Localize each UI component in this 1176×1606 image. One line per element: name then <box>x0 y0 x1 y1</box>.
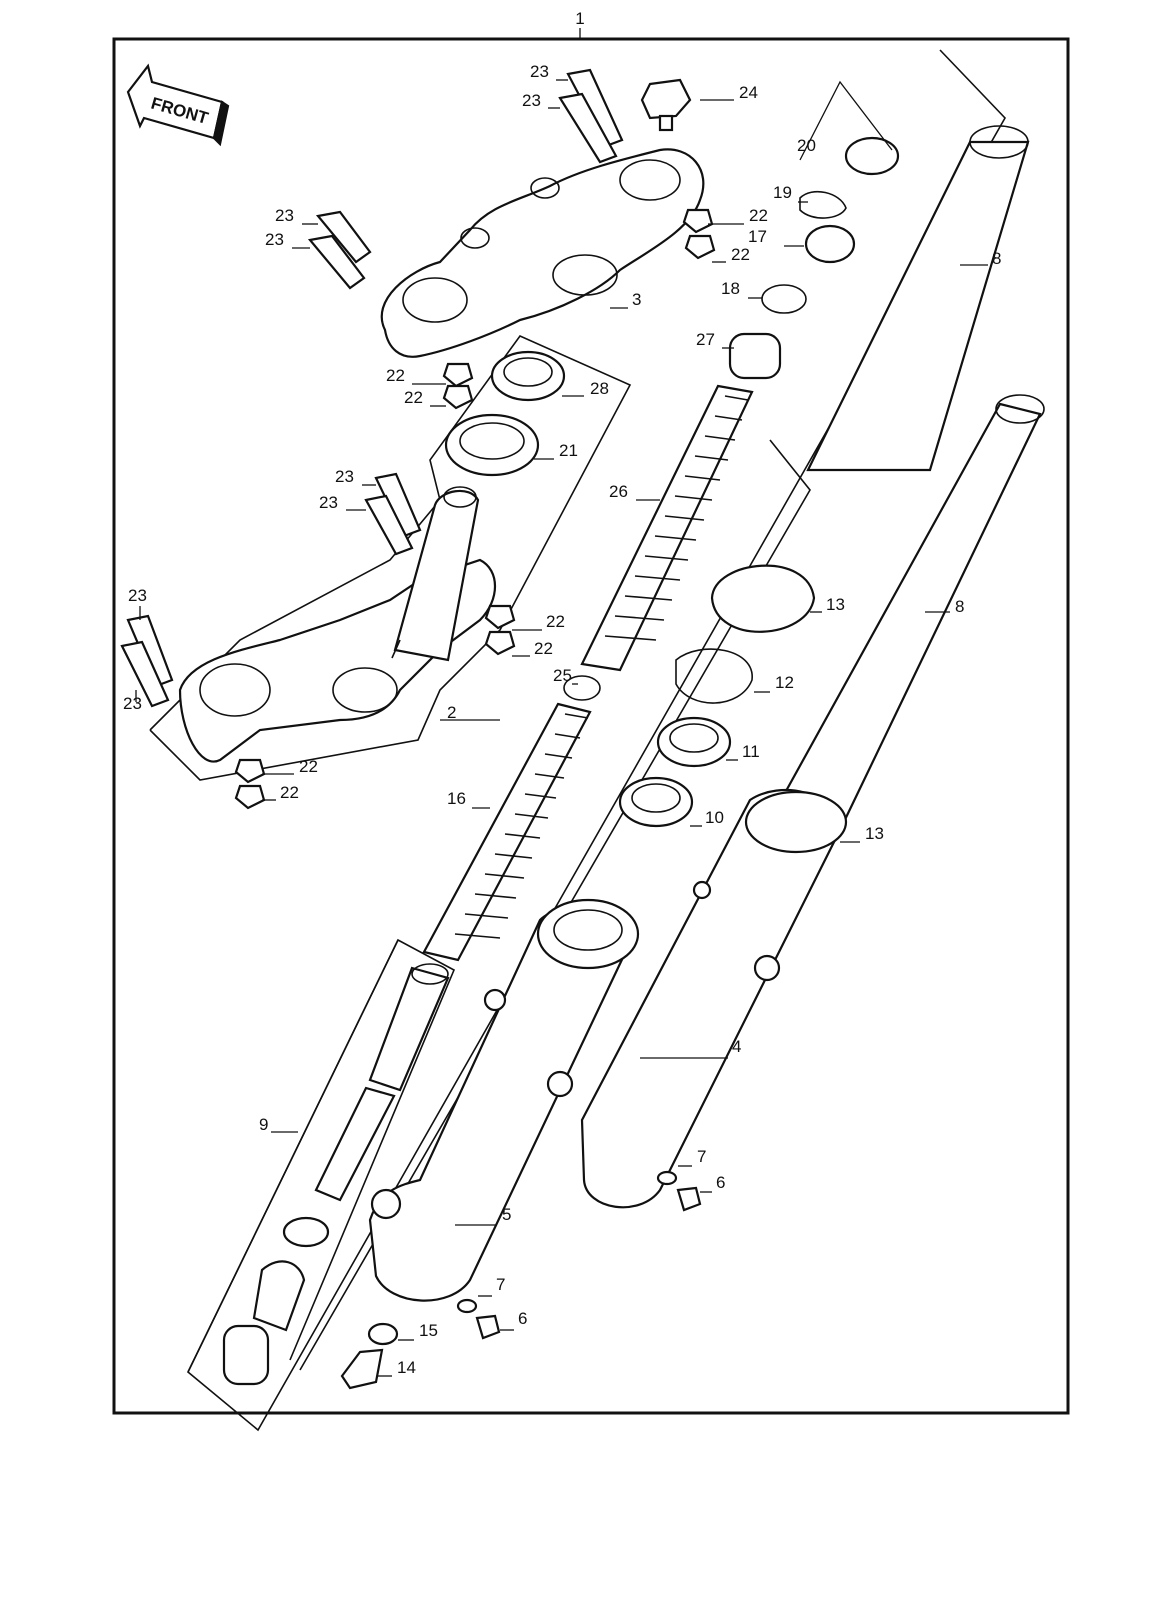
callout-24: 24 <box>739 83 758 102</box>
callout-6: 6 <box>716 1173 725 1192</box>
callout-4: 4 <box>732 1037 741 1056</box>
assembly-number: 1 <box>575 9 584 28</box>
callout-17: 17 <box>748 227 767 246</box>
callout-28: 28 <box>590 379 609 398</box>
callout-22: 22 <box>546 612 565 631</box>
callout-9: 9 <box>259 1115 268 1134</box>
callout-27: 27 <box>696 330 715 349</box>
callout-22: 22 <box>386 366 405 385</box>
upper-cap-bolt <box>640 78 692 132</box>
callout-23: 23 <box>123 694 142 713</box>
callout-labels: 2 3 4 5 6 6 7 7 8 8 9 10 11 12 13 13 14 … <box>123 62 1001 1377</box>
callout-7: 7 <box>496 1275 505 1294</box>
callout-10: 10 <box>705 808 724 827</box>
callout-13: 13 <box>826 595 845 614</box>
callout-22: 22 <box>534 639 553 658</box>
callout-23: 23 <box>335 467 354 486</box>
callout-21: 21 <box>559 441 578 460</box>
callout-22: 22 <box>280 783 299 802</box>
stem-bearings <box>444 350 566 477</box>
callout-18: 18 <box>721 279 740 298</box>
fork-spring-lower <box>422 702 592 962</box>
callout-8: 8 <box>992 249 1001 268</box>
fork-caps-and-rings <box>728 136 900 380</box>
callout-22: 22 <box>299 757 318 776</box>
damper-rod <box>222 963 450 1386</box>
callout-22: 22 <box>749 206 768 225</box>
callout-26: 26 <box>609 482 628 501</box>
callout-8: 8 <box>955 597 964 616</box>
fork-drain-screws <box>340 1170 702 1390</box>
callout-13: 13 <box>865 824 884 843</box>
callout-23: 23 <box>530 62 549 81</box>
callout-6: 6 <box>518 1309 527 1328</box>
callout-5: 5 <box>502 1205 511 1224</box>
callout-20: 20 <box>797 136 816 155</box>
damper-rod-group-outline <box>187 938 456 1373</box>
lower-bracket <box>178 486 496 763</box>
callout-23: 23 <box>319 493 338 512</box>
lower-bracket-fasteners <box>120 472 516 810</box>
diagram-frame <box>112 37 1070 1415</box>
fork-spring-upper <box>563 384 754 701</box>
fork-seals <box>618 564 816 828</box>
callout-25: 25 <box>553 666 572 685</box>
callout-16: 16 <box>447 789 466 808</box>
front-arrow-icon: FRONT <box>126 63 230 147</box>
callout-22: 22 <box>731 245 750 264</box>
callout-7: 7 <box>697 1147 706 1166</box>
callout-23: 23 <box>128 586 147 605</box>
upper-bracket-nuts <box>442 208 716 410</box>
callout-23: 23 <box>265 230 284 249</box>
callout-12: 12 <box>775 673 794 692</box>
upper-bracket <box>380 148 705 358</box>
callout-23: 23 <box>522 91 541 110</box>
callout-leaders <box>135 79 988 1377</box>
upper-bracket-bolts <box>307 68 624 290</box>
callout-15: 15 <box>419 1321 438 1340</box>
callout-11: 11 <box>742 742 760 761</box>
stem-group-outline <box>149 335 632 781</box>
callout-2: 2 <box>447 703 456 722</box>
callout-19: 19 <box>773 183 792 202</box>
fork-outer-tube-right <box>546 788 848 1209</box>
callout-3: 3 <box>632 290 641 309</box>
callout-14: 14 <box>397 1358 416 1377</box>
fork-outer-tube-left <box>368 898 640 1302</box>
callout-22: 22 <box>404 388 423 407</box>
callout-23: 23 <box>275 206 294 225</box>
